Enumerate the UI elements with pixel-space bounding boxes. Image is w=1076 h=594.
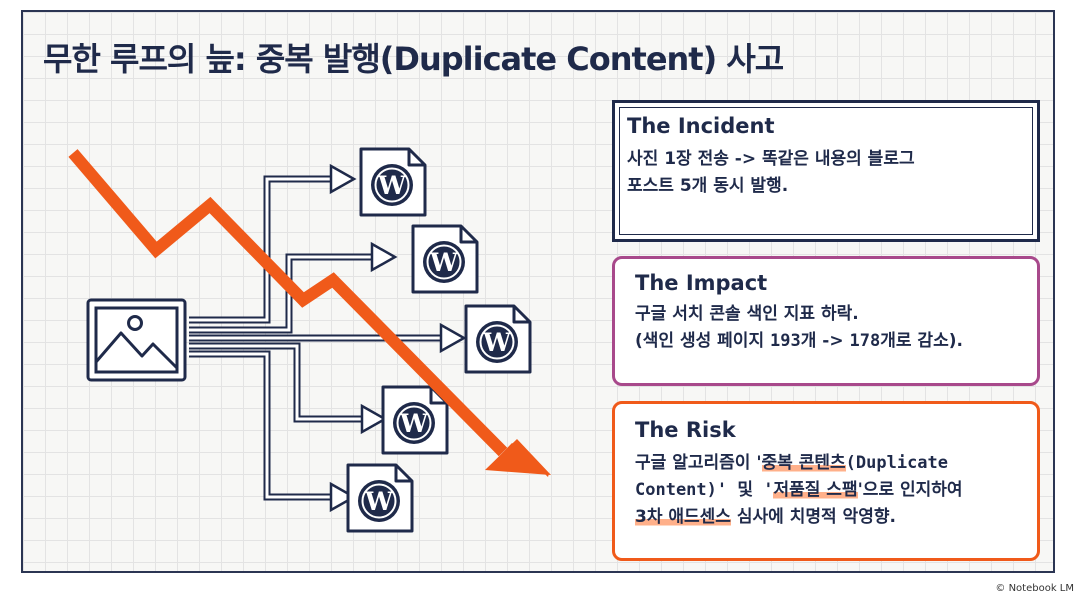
incident-line-1: 사진 1장 전송 -> 똑같은 내용의 블로그	[627, 149, 915, 169]
impact-line-2-open: (색인 생성 페이지	[635, 331, 771, 351]
incident-card: The Incident 사진 1장 전송 -> 똑같은 내용의 블로그 포스트…	[612, 100, 1040, 242]
risk-line-1-suffix: (Duplicate	[845, 453, 949, 473]
impact-line-1: 구글 서치 콘솔 색인 지표 하락.	[635, 304, 859, 324]
impact-line-2-arrow: 개 ->	[800, 331, 850, 351]
risk-line-1-prefix: 구글 알고리즘이 '	[635, 453, 762, 473]
incident-line-2: 포스트 5개 동시 발행.	[627, 176, 789, 196]
slide-frame: 무한 루프의 늪: 중복 발행(Duplicate Content) 사고 W	[21, 10, 1055, 573]
arrow-heads	[329, 163, 467, 513]
post-1-wordpress-icon	[359, 147, 427, 217]
risk-card: The Risk 구글 알고리즘이 '중복 콘텐츠(Duplicate Cont…	[612, 401, 1040, 561]
image-icon	[86, 298, 187, 382]
impact-line-2: (색인 생성 페이지 193개 -> 178개로 감소).	[635, 328, 1017, 355]
post-3-wordpress-icon	[464, 304, 532, 374]
risk-line-3-suffix: 심사에 치명적 악영향.	[730, 507, 896, 527]
post-5-wordpress-icon	[346, 463, 414, 533]
highlight-adsense-review: 3차 애드센스	[635, 507, 731, 527]
risk-line-2-suffix: '으로 인지하여	[857, 480, 963, 500]
duplicate-flow-diagram: W	[68, 147, 551, 533]
branch-arrows-fill	[187, 177, 446, 499]
post-4-wordpress-icon	[381, 385, 449, 455]
post-2-wordpress-icon	[411, 224, 479, 294]
pages-after-value: 178	[849, 331, 881, 351]
highlight-low-quality-spam: 저품질 스팸	[773, 480, 858, 500]
highlight-duplicate-content: 중복 콘텐츠	[761, 453, 846, 473]
incident-heading: The Incident	[627, 114, 775, 138]
risk-line-3: 3차 애드센스 심사에 치명적 악영향.	[635, 504, 1017, 531]
decline-trend-arrow	[68, 149, 551, 477]
risk-line-2-prefix: Content)' 및 '	[635, 480, 774, 500]
pages-before-value: 193	[770, 331, 801, 351]
risk-heading: The Risk	[635, 418, 736, 442]
credit-watermark: © Notebook LM	[995, 583, 1074, 594]
impact-card: The Impact 구글 서치 콘솔 색인 지표 하락. (색인 생성 페이지…	[612, 256, 1040, 386]
risk-line-1: 구글 알고리즘이 '중복 콘텐츠(Duplicate	[635, 450, 1017, 477]
impact-line-2-close: 개로 감소).	[880, 331, 963, 351]
slide-title: 무한 루프의 늪: 중복 발행(Duplicate Content) 사고	[43, 40, 784, 78]
impact-heading: The Impact	[635, 271, 768, 295]
risk-line-2: Content)' 및 '저품질 스팸'으로 인지하여	[635, 477, 1017, 504]
